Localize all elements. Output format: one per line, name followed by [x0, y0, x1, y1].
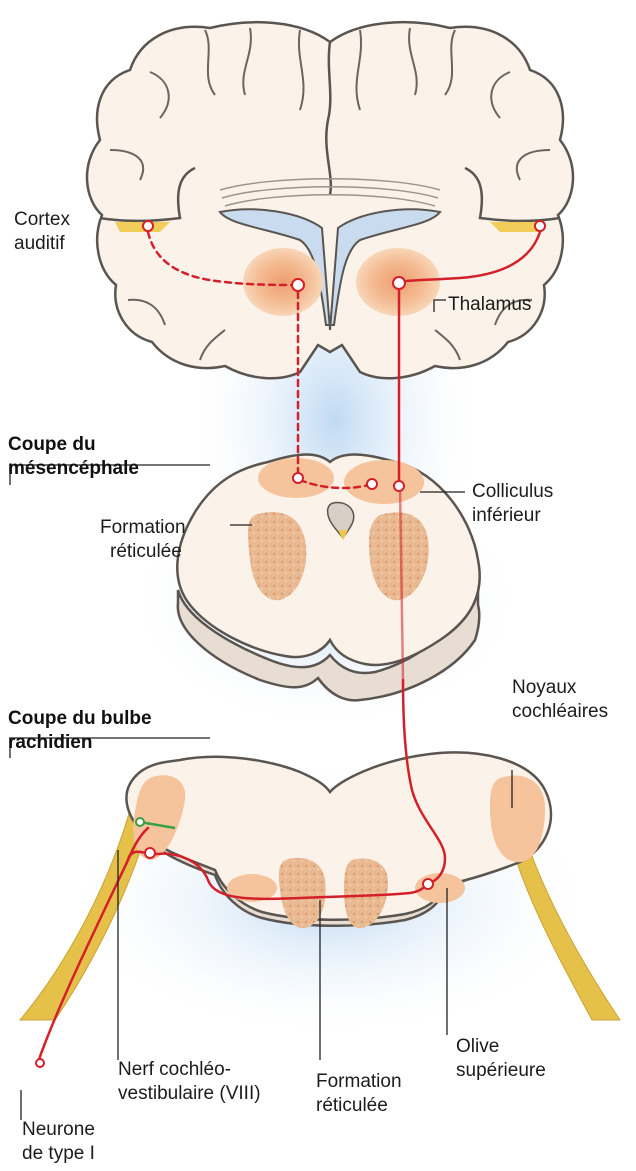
label-formation-reticulee-bottom-line2: réticulée: [316, 1094, 402, 1118]
synapse-cortex-left: [143, 221, 153, 231]
label-cortex-auditif-line1: Cortex: [14, 208, 70, 232]
label-noyaux-cochleaires-line1: Noyaux: [512, 676, 608, 700]
label-colliculus-inferieur: Colliculus inférieur: [472, 480, 553, 528]
label-coupe-bulbe: Coupe du bulbe rachidien: [8, 707, 152, 755]
synapse-cortex-right: [535, 221, 545, 231]
label-nerf-cochleo-line1: Nerf cochléo-: [118, 1058, 261, 1082]
synapse-olive: [423, 879, 433, 889]
green-terminal: [136, 818, 144, 826]
label-colliculus-inferieur-line2: inférieur: [472, 504, 553, 528]
synapse-thalamus-right: [393, 277, 405, 289]
brain-coronal-section: [87, 22, 573, 378]
label-neurone-type-i-line2: de type I: [22, 1142, 95, 1166]
label-formation-reticulee-bottom-line1: Formation: [316, 1070, 402, 1094]
label-neurone-type-i-line1: Neurone: [22, 1118, 95, 1142]
label-formation-reticulee-top: Formation réticulée: [100, 516, 186, 564]
label-formation-reticulee-top-line1: Formation: [100, 516, 186, 540]
label-coupe-bulbe-line2: rachidien: [8, 731, 152, 755]
label-olive-superieure-line1: Olive: [456, 1035, 546, 1059]
label-cortex-auditif-line2: auditif: [14, 232, 70, 256]
label-coupe-bulbe-line1: Coupe du bulbe: [8, 707, 152, 731]
label-nerf-cochleo-line2: vestibulaire (VIII): [118, 1082, 261, 1106]
label-neurone-type-i: Neurone de type I: [22, 1118, 95, 1166]
label-coupe-mesencephale-line1: Coupe du: [8, 433, 139, 457]
label-formation-reticulee-bottom: Formation réticulée: [316, 1070, 402, 1118]
synapse-cochlear-nucleus: [145, 848, 155, 858]
label-thalamus: Thalamus: [448, 293, 531, 317]
label-formation-reticulee-top-line2: réticulée: [100, 540, 186, 564]
label-coupe-mesencephale: Coupe du mésencéphale: [8, 433, 139, 481]
label-coupe-mesencephale-line2: mésencéphale: [8, 457, 139, 481]
synapse-colliculus-right: [394, 481, 404, 491]
thalamus-left: [243, 248, 323, 316]
label-olive-superieure: Olive supérieure: [456, 1035, 546, 1083]
inferior-colliculus-right: [344, 460, 424, 504]
synapse-colliculus-mid: [367, 479, 377, 489]
label-colliculus-inferieur-line1: Colliculus: [472, 480, 553, 504]
label-olive-superieure-line2: supérieure: [456, 1059, 546, 1083]
label-noyaux-cochleaires: Noyaux cochléaires: [512, 676, 608, 724]
synapse-colliculus-left: [293, 473, 303, 483]
label-cortex-auditif: Cortex auditif: [14, 208, 70, 256]
synapse-thalamus-left: [292, 279, 304, 291]
label-noyaux-cochleaires-line2: cochléaires: [512, 700, 608, 724]
neuron-cell-body: [36, 1059, 44, 1067]
label-nerf-cochleo: Nerf cochléo- vestibulaire (VIII): [118, 1058, 261, 1106]
